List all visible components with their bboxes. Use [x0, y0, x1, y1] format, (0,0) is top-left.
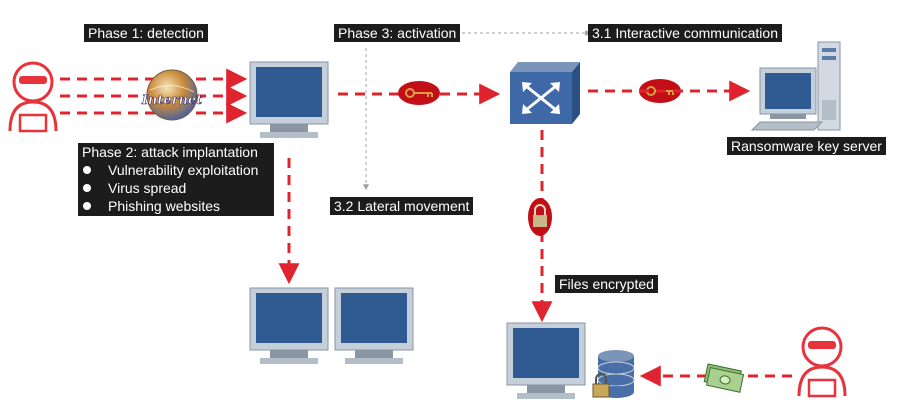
victim-desktop-icon	[506, 322, 586, 400]
lateral-desktop-icon	[249, 287, 329, 365]
encrypted-database-icon	[592, 350, 635, 398]
key-server-icon	[750, 41, 841, 131]
key-server-label: Ransomware key server	[727, 137, 886, 155]
phase1-label: Phase 1: detection	[84, 24, 208, 42]
internet-globe-icon: Internet	[141, 69, 202, 121]
communication-label: 3.1 Interactive communication	[588, 24, 782, 42]
key-icon	[398, 81, 440, 105]
phase3-dotted-arrows	[363, 30, 592, 191]
lateral-movement-label: 3.2 Lateral movement	[330, 197, 474, 215]
phase2-title: Phase 2: attack implantation	[82, 144, 258, 160]
router-icon	[510, 62, 580, 124]
phase2-item: Vulnerability exploitation	[78, 161, 274, 179]
phase3-label: Phase 3: activation	[334, 24, 461, 42]
target-desktop-icon	[249, 61, 329, 139]
phase2-item: Phishing websites	[78, 197, 274, 215]
lock-icon	[528, 198, 552, 236]
files-encrypted-label: Files encrypted	[555, 275, 658, 293]
extortion-attacker-icon	[797, 326, 847, 398]
phase2-item: Virus spread	[78, 179, 274, 197]
money-icon	[703, 363, 745, 393]
attacker-icon	[8, 61, 58, 133]
phase2-list: Vulnerability exploitation Virus spread …	[78, 161, 274, 215]
lateral-desktop-icon	[334, 287, 414, 365]
internet-label: Internet	[141, 93, 202, 108]
phase2-box: Phase 2: attack implantation Vulnerabili…	[78, 143, 274, 216]
